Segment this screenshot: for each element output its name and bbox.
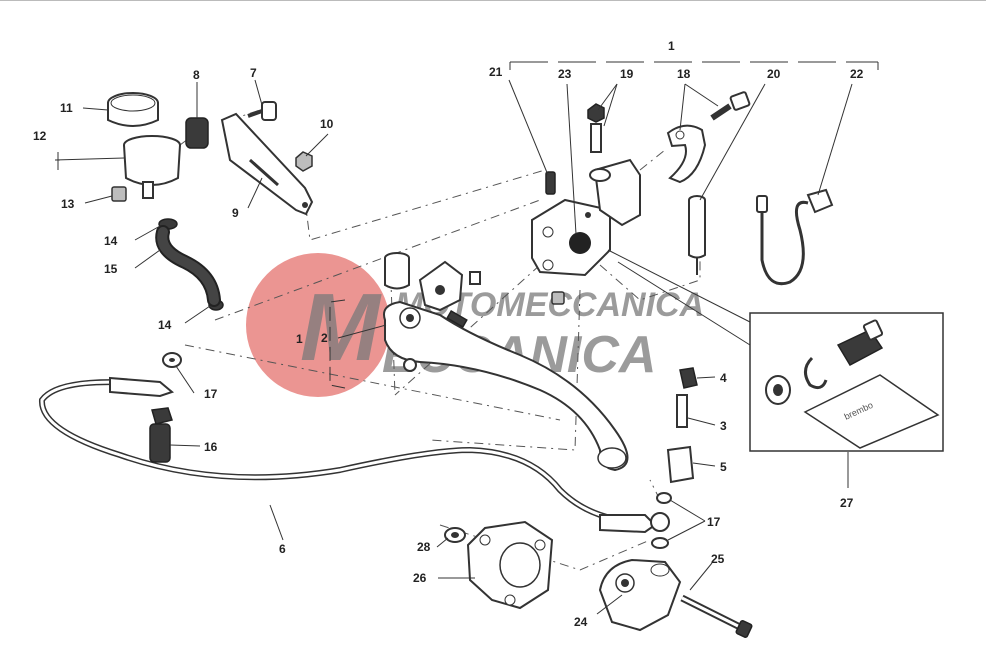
- rubber-grommet: [185, 117, 209, 149]
- kit-piston: [836, 319, 884, 366]
- microswitch: [756, 188, 834, 286]
- washer-lower: [651, 492, 672, 549]
- reservoir-bracket: [220, 112, 314, 216]
- callout-9: 9: [232, 206, 239, 220]
- watermark-circle: [246, 253, 390, 397]
- slave-housing: [466, 520, 554, 610]
- callout-12: 12: [33, 129, 47, 143]
- slave-bolt: [680, 594, 753, 638]
- watermark-prefix: M: [300, 274, 382, 381]
- reservoir-cap: [107, 92, 159, 127]
- callout-3: 3: [720, 419, 727, 433]
- leader-lines: [54, 79, 853, 615]
- callout-1-left: 1: [296, 332, 303, 346]
- callout-24: 24: [574, 615, 588, 629]
- callout-19: 19: [620, 67, 634, 81]
- handlebar-clamp: [666, 124, 707, 184]
- callout-2: 2: [321, 331, 328, 345]
- callout-15: 15: [104, 262, 118, 276]
- slave-cylinder: [598, 558, 682, 632]
- master-cylinder: [531, 158, 641, 277]
- repair-kit-box: brembo: [607, 249, 944, 452]
- callout-23: 23: [558, 67, 572, 81]
- callout-13: 13: [61, 197, 75, 211]
- callout-7: 7: [250, 66, 257, 80]
- callout-8: 8: [193, 68, 200, 82]
- callout-16: 16: [204, 440, 218, 454]
- callout-10: 10: [320, 117, 334, 131]
- reservoir-hose: [155, 225, 221, 307]
- bracket-nut: [295, 151, 313, 172]
- callout-labels: 1 1 2 3 4 5 6 7 8 9 10 11 12 13 14 15 14…: [33, 39, 864, 629]
- body-nut: [551, 291, 565, 305]
- assembly-bracket-left: [329, 299, 346, 389]
- callout-11: 11: [60, 101, 73, 115]
- callout-14-upper: 14: [104, 234, 118, 248]
- callout-6: 6: [279, 542, 286, 556]
- banjo-bolt-top: [587, 103, 605, 153]
- clutch-hose: [39, 376, 670, 534]
- callout-27: 27: [840, 496, 854, 510]
- callout-21: 21: [489, 65, 503, 79]
- hose-union: [666, 445, 695, 484]
- callout-18: 18: [677, 67, 691, 81]
- kit-circlip: [804, 356, 828, 390]
- callout-20: 20: [767, 67, 781, 81]
- callout-17-lower: 17: [707, 515, 721, 529]
- bleed-nipple: [676, 394, 688, 428]
- clamp-bolt: [710, 91, 751, 121]
- reservoir-fitting: [111, 186, 127, 202]
- clutch-lever: [383, 300, 629, 472]
- banjo-bolt-left: [149, 407, 173, 463]
- mounting-screw: [247, 101, 277, 121]
- assembly-bracket-top: [509, 61, 879, 70]
- callout-22: 22: [850, 67, 864, 81]
- kit-seal: [765, 375, 791, 405]
- bleed-cap: [679, 367, 698, 389]
- callout-4: 4: [720, 371, 727, 385]
- callout-14-lower: 14: [158, 318, 172, 332]
- callout-17-upper: 17: [204, 387, 218, 401]
- bleeder-screw: [545, 171, 556, 195]
- callout-1-top: 1: [668, 39, 675, 53]
- washer-upper: [162, 352, 182, 368]
- fluid-reservoir: [55, 135, 181, 199]
- lever-adjuster: [418, 260, 481, 312]
- callout-26: 26: [413, 571, 427, 585]
- callout-28: 28: [417, 540, 431, 554]
- callout-25: 25: [711, 552, 725, 566]
- o-ring: [444, 527, 466, 543]
- pivot-bushing: [384, 252, 410, 290]
- callout-5: 5: [720, 460, 727, 474]
- kit-instruction-card: brembo: [803, 374, 940, 449]
